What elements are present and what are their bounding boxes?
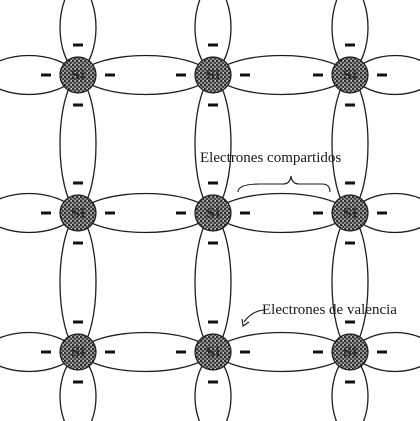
silicon-atom: Si [60,334,96,370]
electron-mark [208,44,218,47]
electron-mark [345,381,355,384]
electron-mark [105,212,115,215]
horizontal-bond [213,333,350,372]
atom-symbol: Si [71,346,85,361]
atom-symbol: Si [343,346,357,361]
atom-symbol: Si [343,69,357,84]
electron-mark [313,74,323,77]
atom-symbol: Si [71,69,85,84]
electron-mark [377,351,387,354]
electron-mark [73,182,83,185]
silicon-atom: Si [60,57,96,93]
electron-mark [208,104,218,107]
vertical-bond [332,75,368,213]
electron-mark [73,381,83,384]
silicon-atom: Si [195,195,231,231]
electron-mark [208,242,218,245]
electron-mark [41,212,51,215]
vertical-bond [332,213,368,352]
electron-mark [240,351,250,354]
atom-symbol: Si [206,69,220,84]
electron-mark [377,212,387,215]
silicon-atom: Si [332,57,368,93]
vertical-bond [195,213,231,352]
electron-mark [41,74,51,77]
electron-mark [73,242,83,245]
vertical-bond [195,75,231,213]
electron-mark [345,321,355,324]
electron-mark [208,321,218,324]
horizontal-bond [78,194,213,233]
electron-mark [41,351,51,354]
electron-mark [176,74,186,77]
electron-mark [345,242,355,245]
electron-mark [313,351,323,354]
shared-electrons-brace [238,176,330,192]
horizontal-bond [213,56,350,95]
silicon-atom: Si [332,334,368,370]
valence-electrons-pointer [244,310,264,322]
horizontal-bond [78,333,213,372]
electron-mark [208,381,218,384]
electron-mark [73,321,83,324]
vertical-bond [60,75,96,213]
horizontal-bond [213,194,350,233]
atom-symbol: Si [206,346,220,361]
silicon-atom: Si [60,195,96,231]
electron-mark [73,104,83,107]
atom-symbol: Si [71,207,85,222]
silicon-atom: Si [195,334,231,370]
horizontal-bond [78,56,213,95]
electron-mark [176,212,186,215]
electron-mark [176,351,186,354]
atom-symbol: Si [206,207,220,222]
electron-mark [377,74,387,77]
electron-mark [240,74,250,77]
atom-symbol: Si [343,207,357,222]
electron-mark [345,182,355,185]
electron-mark [105,351,115,354]
electron-mark [208,182,218,185]
electron-mark [240,212,250,215]
shared-electrons-label: Electrones compartidos [200,150,341,166]
electron-mark [73,44,83,47]
silicon-atom: Si [195,57,231,93]
valence-electrons-label: Electrones de valencia [262,302,397,318]
electron-mark [345,104,355,107]
vertical-bond [60,213,96,352]
electron-mark [313,212,323,215]
electron-mark [345,44,355,47]
silicon-atom: Si [332,195,368,231]
electron-mark [105,74,115,77]
